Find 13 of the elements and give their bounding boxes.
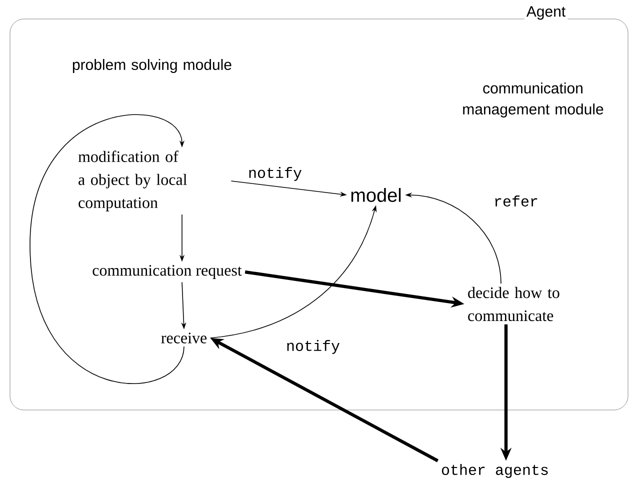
module-label: communication management module: [463, 82, 604, 118]
curved-arrow: [30, 114, 185, 384]
edge-label: refer: [492, 194, 540, 208]
process-text: modification of a object by local computation: [78, 150, 187, 212]
process-text: receive: [161, 332, 207, 344]
agents-text: other agents: [442, 464, 548, 478]
process-text: decide how to communicate: [468, 286, 560, 322]
process-text: communication request: [92, 265, 242, 279]
edge-label: notify: [246, 166, 304, 182]
model-text: model: [351, 188, 401, 202]
edge-label: notify: [284, 338, 342, 356]
module-label: problem solving module: [72, 59, 232, 73]
node-label: Agent: [526, 6, 566, 20]
